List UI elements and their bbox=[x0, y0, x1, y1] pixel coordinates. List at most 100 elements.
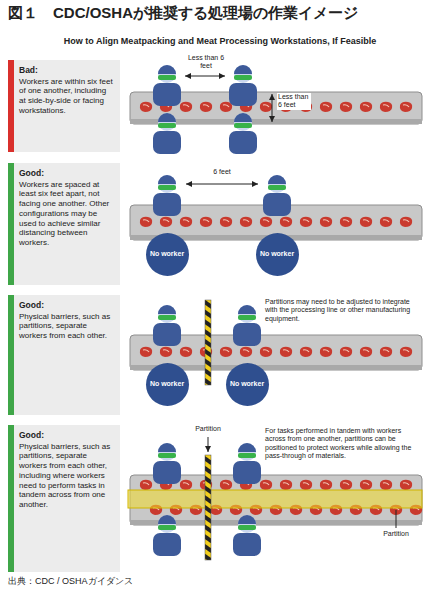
meat-pieces bbox=[140, 102, 422, 515]
leader-arrow bbox=[208, 437, 209, 452]
dimension-label: Less than 6 feet bbox=[277, 93, 311, 110]
meat-fat bbox=[283, 483, 289, 485]
meat-shape bbox=[140, 480, 152, 490]
meat-shape bbox=[240, 347, 252, 357]
meat-shape bbox=[380, 480, 392, 490]
meat-fat bbox=[303, 483, 309, 485]
callout-note: Partitions may need to be adjusted to in… bbox=[264, 298, 420, 323]
meat-shape bbox=[260, 102, 272, 112]
meat-shape bbox=[280, 217, 292, 227]
meat-fat bbox=[383, 220, 389, 222]
meat-shape bbox=[300, 480, 312, 490]
meat-fat bbox=[183, 105, 189, 107]
no-worker-circle: No worker bbox=[256, 233, 299, 276]
meat-fat bbox=[403, 483, 409, 485]
meat-fat bbox=[343, 220, 349, 222]
meat-fat bbox=[383, 483, 389, 485]
no-worker-circle: No worker bbox=[146, 233, 189, 276]
meat-piece bbox=[320, 347, 332, 357]
meat-shape bbox=[360, 102, 372, 112]
worker bbox=[153, 65, 181, 106]
vertical-partition bbox=[205, 300, 211, 385]
meat-fat bbox=[363, 220, 369, 222]
worker bbox=[229, 65, 257, 106]
meat-piece bbox=[180, 102, 192, 112]
meat-piece bbox=[220, 347, 232, 357]
meat-piece bbox=[380, 102, 392, 112]
meat-shape bbox=[180, 217, 192, 227]
figure-title: 図１ CDC/OSHAが推奨する処理場の作業イメージ bbox=[8, 4, 423, 22]
meat-shape bbox=[320, 347, 332, 357]
meat-fat bbox=[223, 105, 229, 107]
meat-shape bbox=[400, 102, 412, 112]
subtitle: How to Align Meatpacking and Meat Proces… bbox=[20, 36, 420, 47]
meat-shape bbox=[260, 347, 272, 357]
panel-heading: Good: bbox=[19, 300, 115, 311]
meat-piece bbox=[300, 347, 312, 357]
worker bbox=[153, 175, 181, 216]
meat-shape bbox=[180, 347, 192, 357]
meat-piece bbox=[380, 217, 392, 227]
meat-fat bbox=[323, 105, 329, 107]
meat-shape bbox=[400, 480, 412, 490]
meat-shape bbox=[220, 347, 232, 357]
worker bbox=[153, 443, 181, 484]
meat-piece bbox=[320, 480, 332, 490]
meat-fat bbox=[143, 350, 149, 352]
leader-line bbox=[396, 510, 397, 528]
meat-piece bbox=[280, 347, 292, 357]
worker bbox=[153, 113, 181, 154]
meat-fat bbox=[263, 220, 269, 222]
dimension-label: 6 feet bbox=[200, 168, 244, 176]
panel-body: Physical barriers, such as partitions, s… bbox=[19, 442, 115, 510]
meat-piece bbox=[260, 480, 272, 490]
meat-fat bbox=[183, 350, 189, 352]
meat-piece bbox=[180, 217, 192, 227]
meat-piece bbox=[360, 217, 372, 227]
meat-piece bbox=[220, 480, 232, 490]
meat-piece bbox=[400, 347, 412, 357]
meat-shape bbox=[360, 480, 372, 490]
meat-fat bbox=[243, 350, 249, 352]
meat-shape bbox=[320, 217, 332, 227]
meat-shape bbox=[160, 217, 172, 227]
meat-fat bbox=[323, 483, 329, 485]
panel-heading: Bad: bbox=[19, 65, 115, 76]
meat-piece bbox=[140, 347, 152, 357]
guidance-panel: Bad:Workers are within six feet of one a… bbox=[8, 60, 120, 152]
meat-shape bbox=[280, 347, 292, 357]
meat-fat bbox=[143, 220, 149, 222]
meat-fat bbox=[403, 105, 409, 107]
meat-piece bbox=[160, 347, 172, 357]
meat-fat bbox=[243, 220, 249, 222]
meat-shape bbox=[380, 217, 392, 227]
meat-fat bbox=[303, 350, 309, 352]
meat-shape bbox=[220, 102, 232, 112]
worker bbox=[153, 305, 181, 346]
circle-label: No worker bbox=[150, 250, 184, 258]
meat-fat bbox=[343, 105, 349, 107]
panel-body: Workers are spaced at least six feet apa… bbox=[19, 180, 115, 248]
status-bar bbox=[8, 295, 14, 415]
meat-shape bbox=[320, 480, 332, 490]
meat-piece bbox=[360, 102, 372, 112]
meat-fat bbox=[183, 220, 189, 222]
partition-label: Partition bbox=[183, 425, 233, 433]
meat-piece bbox=[340, 102, 352, 112]
meat-piece bbox=[320, 102, 332, 112]
meat-fat bbox=[283, 220, 289, 222]
meat-shape bbox=[260, 217, 272, 227]
meat-piece bbox=[220, 217, 232, 227]
meat-fat bbox=[283, 350, 289, 352]
horizontal-partition bbox=[128, 490, 422, 508]
meat-piece bbox=[380, 480, 392, 490]
meat-shape bbox=[380, 102, 392, 112]
meat-piece bbox=[140, 217, 152, 227]
meat-piece bbox=[340, 480, 352, 490]
meat-fat bbox=[163, 350, 169, 352]
meat-piece bbox=[260, 347, 272, 357]
meat-fat bbox=[363, 350, 369, 352]
worker bbox=[263, 175, 291, 216]
guidance-panel: Good:Physical barriers, such as partitio… bbox=[8, 425, 120, 572]
worker bbox=[229, 113, 257, 154]
